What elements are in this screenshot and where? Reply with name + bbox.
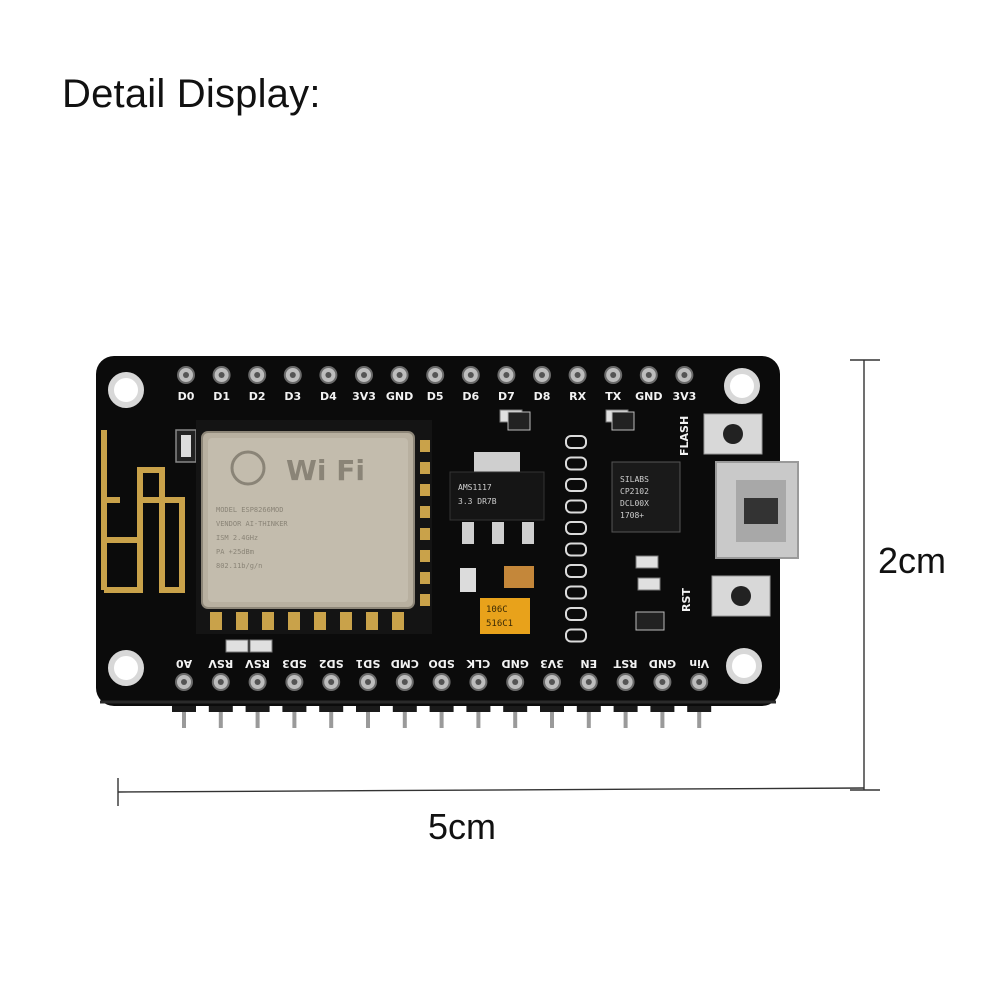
top-pin-label: D7 (498, 390, 515, 403)
top-pin-label: 3V3 (672, 390, 696, 403)
module-castellated-pads (210, 440, 430, 630)
bottom-pin-label: CMD (391, 657, 419, 670)
top-pin-label: D6 (462, 390, 479, 403)
height-dimension-line (850, 359, 880, 791)
usb-serial-chip: SILABS CP2102 DCL00X 1708+ (611, 461, 681, 533)
bottom-pin-labels: A0 RSV RSV SD3 SD2 SD1 CMD SDO CLK GND 3V3 EN RST GND… (176, 657, 710, 670)
svg-text:106C: 106C (486, 605, 508, 615)
bottom-pin-label: GND (649, 657, 676, 670)
top-pin-label: D4 (320, 390, 337, 403)
top-pin-holes (177, 366, 694, 384)
svg-text:AMS1117: AMS1117 (458, 483, 492, 492)
bottom-pin-label: SD3 (282, 657, 307, 670)
bottom-pin-label: SDO (428, 657, 454, 670)
svg-text:SILABS: SILABS (620, 475, 649, 484)
voltage-regulator: AMS1117 3.3 DR7B (449, 452, 545, 544)
top-pin-label: GND (635, 390, 662, 403)
bottom-pin-label: RST (613, 657, 637, 670)
top-pin-label: D5 (427, 390, 444, 403)
bottom-pin-label: SD1 (356, 657, 381, 670)
top-pin-label: D2 (249, 390, 266, 403)
top-pin-label: GND (386, 390, 413, 403)
top-pin-labels: D0 D1 D2 D3 D4 3V3 GND D5 D6 D7 D8 RX TX GND 3V3 (178, 390, 697, 403)
module-marking: MODEL ESP8266MOD VENDOR AI-THINKER ISM 2.4… (216, 506, 288, 570)
micro-usb-port (715, 461, 799, 559)
svg-text:DCL00X: DCL00X (620, 499, 649, 508)
width-dimension-line (117, 778, 865, 806)
flash-button-label: FLASH (678, 416, 691, 456)
top-pin-label: D3 (284, 390, 301, 403)
module-marking-line: ISM 2.4GHz (216, 534, 258, 542)
top-pin-label: RX (569, 390, 586, 403)
bottom-pin-label: EN (580, 657, 597, 670)
top-pin-label: D8 (534, 390, 551, 403)
flash-button[interactable] (703, 413, 763, 455)
module-marking-line: MODEL ESP8266MOD (216, 506, 283, 514)
svg-text:3.3 DR7B: 3.3 DR7B (458, 497, 497, 506)
bottom-pin-label: GND (502, 657, 529, 670)
mounting-holes (108, 368, 762, 686)
svg-text:CP2102: CP2102 (620, 487, 649, 496)
bottom-pin-label: Vin (689, 657, 709, 670)
svg-text:Wi Fi: Wi Fi (286, 454, 365, 487)
svg-text:1708+: 1708+ (620, 511, 644, 520)
reset-button-label: RST (680, 588, 693, 612)
page-heading: Detail Display: (62, 72, 321, 116)
reset-button[interactable] (711, 575, 771, 617)
module-marking-line: PA +25dBm (216, 548, 254, 556)
top-pin-label: 3V3 (352, 390, 376, 403)
svg-text:516C1: 516C1 (486, 619, 513, 629)
antenna-trace (101, 430, 185, 593)
bottom-pin-label: RSV (245, 657, 270, 670)
tantalum-capacitor: 106C 516C1 (480, 598, 530, 634)
module-marking-line: VENDOR AI-THINKER (216, 520, 288, 528)
top-pin-label: D0 (178, 390, 195, 403)
top-pin-label: D1 (213, 390, 230, 403)
bottom-pin-label: CLK (466, 657, 490, 670)
top-pin-label: TX (605, 390, 622, 403)
width-dimension-label: 5cm (428, 806, 497, 847)
bottom-pin-label: A0 (176, 657, 193, 670)
bottom-pin-holes (175, 673, 709, 691)
bottom-pin-label: RSV (208, 657, 233, 670)
smd-components (225, 409, 665, 653)
bottom-pin-label: 3V3 (540, 657, 564, 670)
module-marking-line: 802.11b/g/n (216, 562, 262, 570)
height-dimension-label: 2cm (878, 540, 947, 581)
bottom-pin-label: SD2 (319, 657, 344, 670)
wifi-logo: Wi Fi (230, 450, 365, 487)
